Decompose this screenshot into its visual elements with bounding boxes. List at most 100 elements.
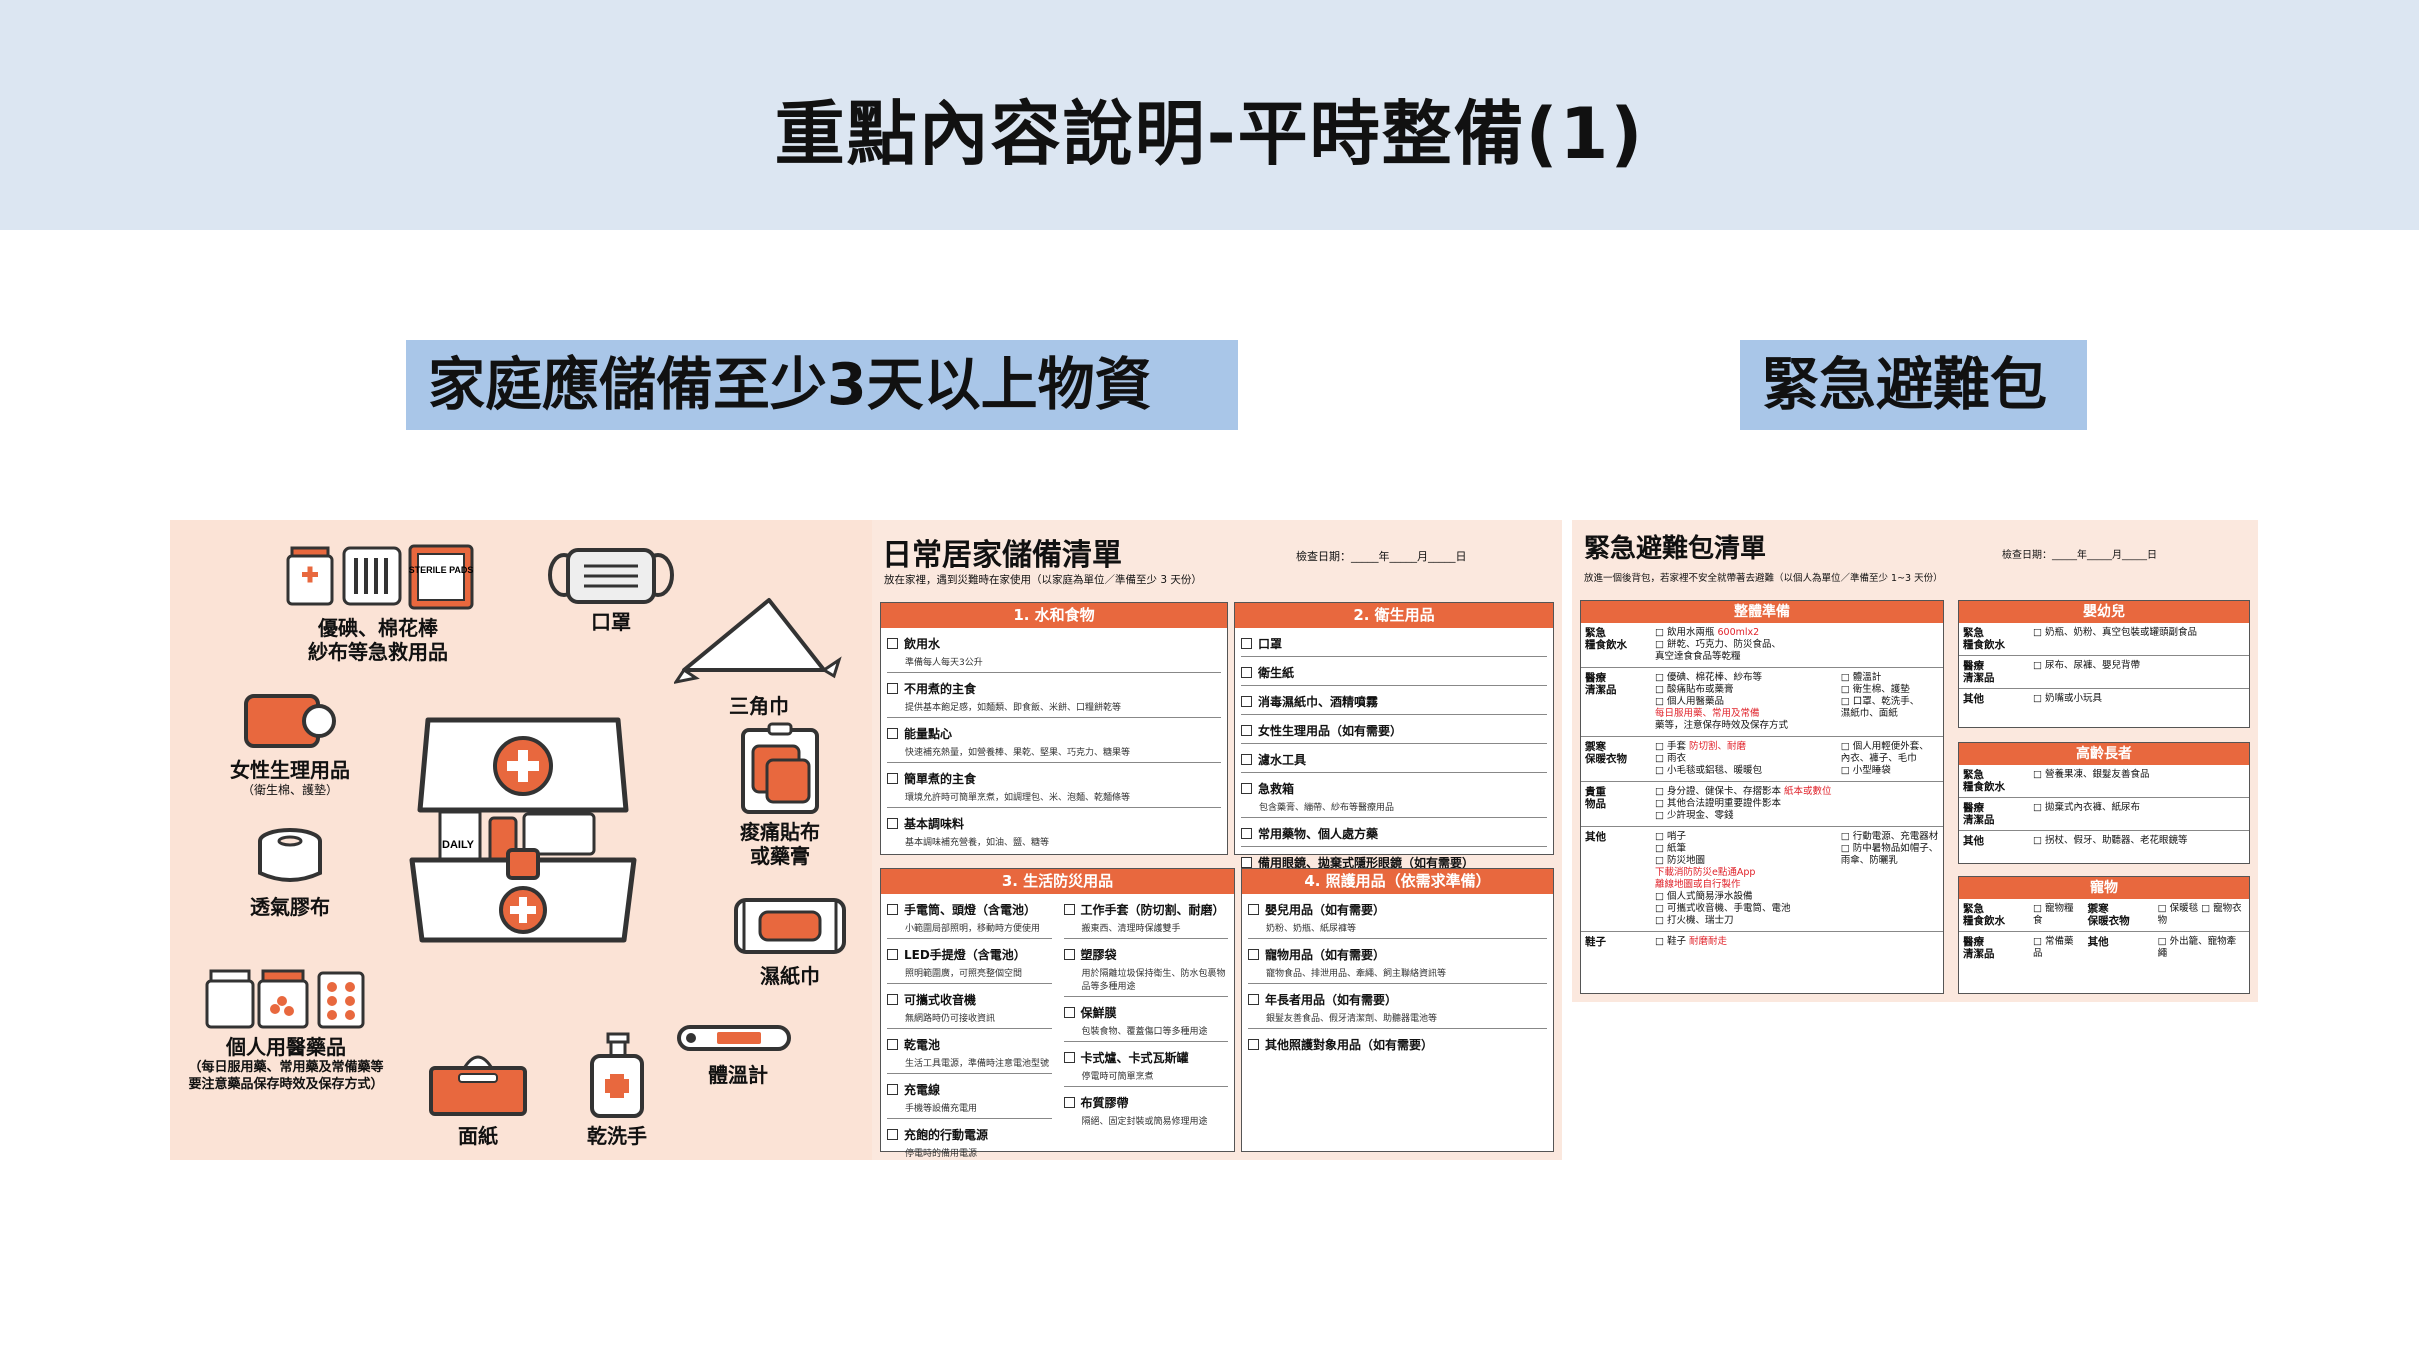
item-name: 塑膠袋 xyxy=(1080,948,1117,962)
items-cell: □ 哨子 □ 紙筆 □ 防災地圖 下載消防防災e點通App 離線地圖或自行製作 … xyxy=(1651,826,1837,932)
checkbox[interactable] xyxy=(887,638,898,649)
checklist-item: 其他照護對象用品（如有需要） xyxy=(1248,1029,1547,1057)
first-aid-label-2: 紗布等急救用品 xyxy=(308,640,448,664)
checklist-item: 基本調味料基本調味補充營養，如油、鹽、糖等 xyxy=(887,808,1221,852)
daily-checklist-title: 日常居家儲備清單 xyxy=(882,538,1122,573)
item-desc: 停電時的備用電源 xyxy=(905,1149,978,1159)
item-name: 嬰兒用品（如有需要） xyxy=(1265,903,1386,917)
checkbox[interactable] xyxy=(887,773,898,784)
items-cell: □ 個人用輕便外套、 內衣、褲子、毛巾 □ 小型睡袋 xyxy=(1836,736,1943,782)
checkbox[interactable] xyxy=(887,1084,898,1095)
mask-icon xyxy=(548,548,674,604)
item-name: 備用眼鏡、拋棄式隱形眼鏡（如有需要） xyxy=(1258,856,1475,870)
item-desc: 隔絕、固定封裝或簡易修理用途 xyxy=(1081,1117,1208,1127)
checkbox[interactable] xyxy=(887,818,898,829)
items-cell: □ 拋棄式內衣褲、紙尿布 xyxy=(2029,797,2249,831)
wet-wipes-icon xyxy=(734,898,846,954)
checkbox[interactable] xyxy=(887,1129,898,1140)
checkbox[interactable] xyxy=(1241,696,1252,707)
checkbox[interactable] xyxy=(1241,828,1252,839)
checklist-item: 充電線手機等設備充電用 xyxy=(887,1074,1052,1119)
gobag-row: 醫療 清潔品□ 優碘、棉花棒、紗布等 □ 酸痛貼布或藥膏 □ 個人用醫藥品 每日… xyxy=(1581,667,1943,737)
feminine-products-item: 女性生理用品 （衛生棉、護墊） xyxy=(195,688,385,798)
category-cell: 鞋子 xyxy=(1585,936,1606,948)
items-cell: □ 手套 防切割、耐磨 □ 雨衣 □ 小毛毯或鋁毯、暖暖包 xyxy=(1651,736,1837,782)
category-cell: 其他 xyxy=(2087,936,2109,948)
checklist-item: 口罩 xyxy=(1241,628,1547,657)
category-cell: 醫療 清潔品 xyxy=(1963,936,1995,960)
item-name: 消毒濕紙巾、酒精噴霧 xyxy=(1258,695,1379,709)
checkbox[interactable] xyxy=(1248,904,1259,915)
item-name: 寵物用品（如有需要） xyxy=(1265,948,1386,962)
checkbox[interactable] xyxy=(1248,1039,1259,1050)
checkbox[interactable] xyxy=(1063,949,1075,960)
mask-label: 口罩 xyxy=(591,610,631,634)
section-care-supplies-header: 4. 照護用品（依需求準備） xyxy=(1242,869,1553,894)
checkbox[interactable] xyxy=(1063,1007,1075,1018)
medicine-icon xyxy=(205,969,365,1029)
category-cell: 醫療 清潔品 xyxy=(1959,797,2029,831)
checkbox[interactable] xyxy=(1241,754,1252,765)
item-desc: 奶粉、奶瓶、紙尿褲等 xyxy=(1266,924,1357,934)
item-name: 乾電池 xyxy=(904,1038,941,1052)
item-desc: 銀髮友善食品、假牙清潔劑、助聽器電池等 xyxy=(1266,1014,1438,1024)
gobag-infant-row: 其他□ 奶嘴或小玩具 xyxy=(1959,689,2249,710)
checkbox[interactable] xyxy=(1241,857,1252,868)
items-cell: □ 寵物糧食 xyxy=(2029,899,2084,932)
checkbox[interactable] xyxy=(1241,638,1252,649)
red-note: 每日服用藥、常用及常備 xyxy=(1655,708,1760,719)
gobag-pets-header: 寵物 xyxy=(1959,877,2249,899)
checklist-item: 年長者用品（如有需要） 銀髮友善食品、假牙清潔劑、助聽器電池等 xyxy=(1248,984,1547,1029)
label-home-supplies: 家庭應儲備至少3天以上物資 xyxy=(406,340,1238,430)
sanitizer-item: 乾洗手 xyxy=(562,1030,672,1148)
checkbox[interactable] xyxy=(887,904,898,915)
item-desc: 環境允許時可簡單烹煮，如調理包、米、泡麵、乾麵條等 xyxy=(905,793,1131,803)
checkbox[interactable] xyxy=(887,1039,898,1050)
checkbox[interactable] xyxy=(1241,783,1252,794)
items-cell xyxy=(1836,623,1943,668)
category-cell: 緊急 糧食飲水 xyxy=(1959,765,2029,798)
item-desc: 停電時可簡單烹煮 xyxy=(1081,1072,1154,1082)
checkbox[interactable] xyxy=(887,683,898,694)
checklist-item: 女性生理用品（如有需要） xyxy=(1241,715,1547,744)
gobag-elderly-row: 緊急 糧食飲水□ 營養果凍、銀髮友善食品 xyxy=(1959,765,2249,798)
checklist-item: 濾水工具 xyxy=(1241,744,1547,773)
checkbox[interactable] xyxy=(1063,1097,1075,1108)
checkbox[interactable] xyxy=(1241,725,1252,736)
checkbox[interactable] xyxy=(1063,904,1075,915)
mask-item: 口罩 xyxy=(546,544,676,634)
checklist-item: 寵物用品（如有需要）寵物食品、排泄用品、牽繩、飼主聯絡資訊等 xyxy=(1248,939,1547,984)
item-desc: 手機等設備充電用 xyxy=(905,1104,978,1114)
checklist-item: 可攜式收音機無網路時仍可接收資訊 xyxy=(887,984,1052,1029)
checklist-item: 手電筒、頭燈（含電池）小範圍局部照明，移動時方便使用 xyxy=(887,894,1052,939)
item-name: 年長者用品（如有需要） xyxy=(1265,993,1398,1007)
checkbox[interactable] xyxy=(1248,994,1259,1005)
checkbox[interactable] xyxy=(887,994,898,1005)
sterile-pads-text: STERILE PADS xyxy=(409,565,474,575)
gobag-general-section: 整體準備 緊急 糧食飲水□ 飲用水兩瓶 600mlx2 □ 餅乾、巧克力、防災食… xyxy=(1580,600,1944,994)
checkbox[interactable] xyxy=(887,728,898,739)
checkbox[interactable] xyxy=(1248,949,1259,960)
item-name: 能量點心 xyxy=(904,727,953,741)
checkbox[interactable] xyxy=(1241,667,1252,678)
item-name: 其他照護對象用品（如有需要） xyxy=(1265,1038,1434,1052)
tape-icon xyxy=(258,828,322,882)
daily-storage-checklist: 日常居家儲備清單 檢查日期：_____年_____月_____日 放在家裡，遇到… xyxy=(872,520,1562,1160)
hand-sanitizer-icon xyxy=(590,1032,644,1118)
item-name: 基本調味料 xyxy=(904,817,965,831)
item-name: 卡式爐、卡式瓦斯罐 xyxy=(1080,1051,1189,1065)
checklist-item: 衛生紙 xyxy=(1241,657,1547,686)
title-band: 重點內容說明-平時整備(1) xyxy=(0,0,2419,230)
items-cell: □ 飲用水兩瓶 600mlx2 □ 餅乾、巧克力、防災食品、 真空達食食品等乾糧 xyxy=(1651,623,1837,668)
checkbox[interactable] xyxy=(887,949,898,960)
checkbox[interactable] xyxy=(1063,1052,1075,1063)
item-name: 衛生紙 xyxy=(1258,666,1295,680)
item-desc: 包裝食物、覆蓋傷口等多種用途 xyxy=(1081,1027,1208,1037)
label-go-bag: 緊急避難包 xyxy=(1740,340,2087,430)
item-name: 常用藥物、個人處方藥 xyxy=(1258,827,1379,841)
section-hygiene-header: 2. 衛生用品 xyxy=(1235,603,1553,628)
item-desc: 生活工具電源，準備時注意電池型號 xyxy=(905,1059,1050,1069)
item-name: 布質膠帶 xyxy=(1080,1096,1129,1110)
item-desc: 快速補充熱量，如營養棒、果乾、堅果、巧克力、糖果等 xyxy=(905,748,1131,758)
item-desc: 包含藥膏、繃帶、紗布等醫療用品 xyxy=(1259,803,1395,813)
